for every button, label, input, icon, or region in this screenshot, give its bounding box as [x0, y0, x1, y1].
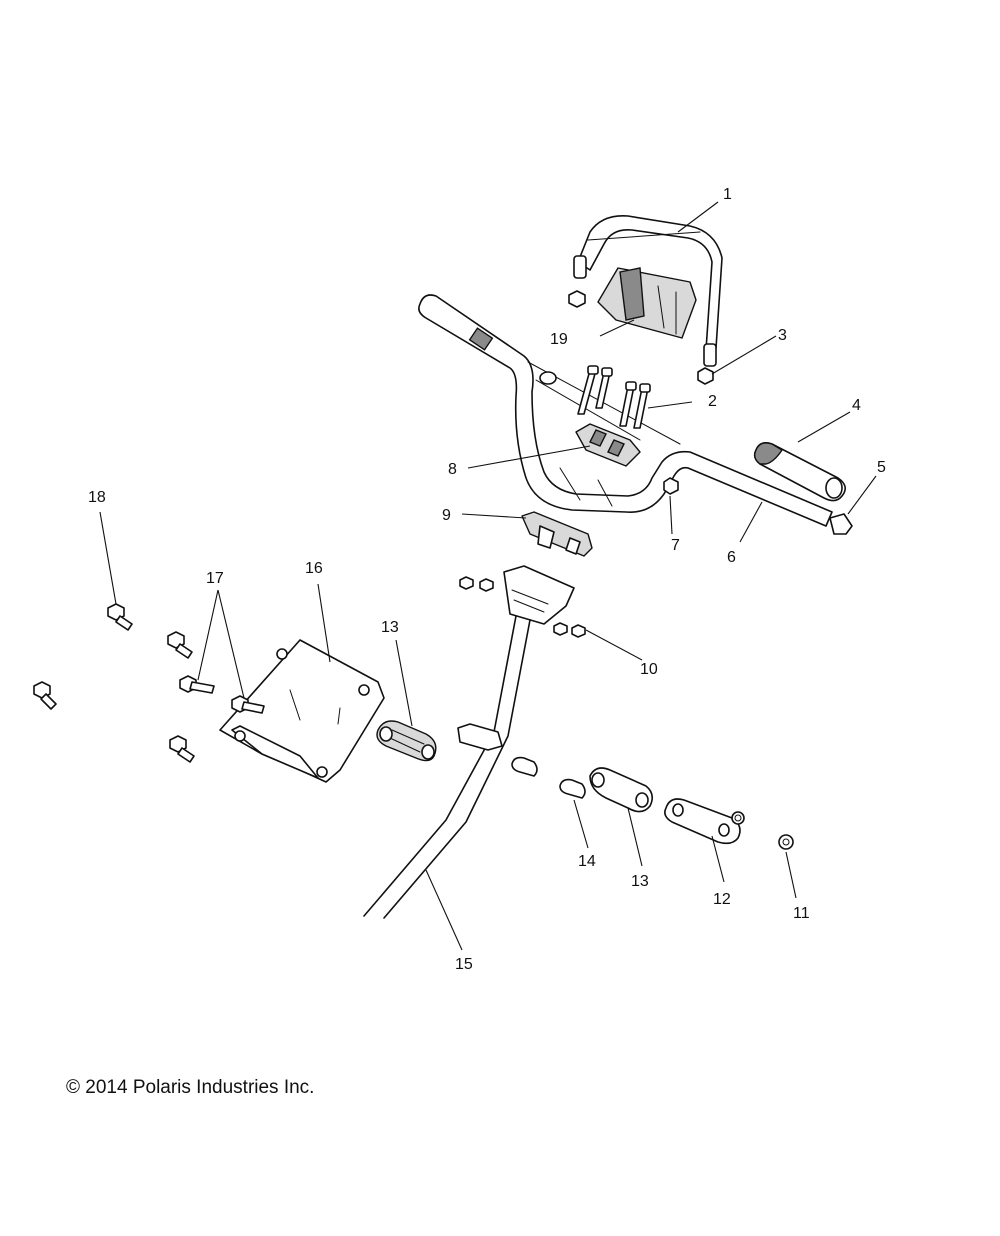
callout-11: 11 — [793, 905, 810, 922]
nut-7-part — [663, 477, 679, 495]
strap-plate-part — [664, 798, 741, 845]
callout-3: 3 — [778, 327, 787, 344]
mounting-bracket-part — [219, 639, 385, 783]
callout-6: 6 — [727, 549, 736, 566]
upper-clamp-part — [575, 423, 641, 467]
leader-lines — [99, 201, 877, 951]
steering-post-part — [363, 565, 575, 919]
end-cap-part — [829, 513, 853, 535]
callout-13-upper: 13 — [381, 619, 399, 636]
callout-18: 18 — [88, 489, 106, 506]
callout-13-lower: 13 — [631, 873, 649, 890]
nuts-11-part — [731, 811, 794, 850]
callout-8: 8 — [448, 461, 457, 478]
callout-labels: 1 19 3 2 4 5 8 9 7 6 10 18 17 16 13 14 1… — [88, 186, 886, 973]
callout-17: 17 — [206, 570, 224, 587]
callout-15: 15 — [455, 956, 473, 973]
brace-pad-part — [597, 267, 697, 339]
callout-19: 19 — [550, 331, 568, 348]
bracket-bolts-part — [33, 603, 265, 763]
crossbar-brace-part — [573, 215, 723, 367]
handlebar-bolts-part — [577, 365, 651, 429]
lower-clamp-part — [521, 511, 593, 557]
copyright-notice: © 2014 Polaris Industries Inc. — [66, 1077, 315, 1098]
callout-16: 16 — [305, 560, 323, 577]
post-clamp-upper-part — [376, 720, 437, 762]
callout-1: 1 — [723, 186, 732, 203]
callout-10: 10 — [640, 661, 658, 678]
handlebar-part — [418, 294, 833, 527]
nuts-10-part — [459, 576, 586, 638]
callout-4: 4 — [852, 397, 861, 414]
callout-12: 12 — [713, 891, 731, 908]
callout-2: 2 — [708, 393, 717, 410]
callout-9: 9 — [442, 507, 451, 524]
grip-part — [753, 442, 846, 502]
post-clamp-lower-part — [589, 767, 654, 813]
callout-5: 5 — [877, 459, 886, 476]
callout-14: 14 — [578, 853, 596, 870]
bushing-14-part — [511, 756, 586, 799]
brace-nut-part — [568, 290, 714, 385]
callout-7: 7 — [671, 537, 680, 554]
